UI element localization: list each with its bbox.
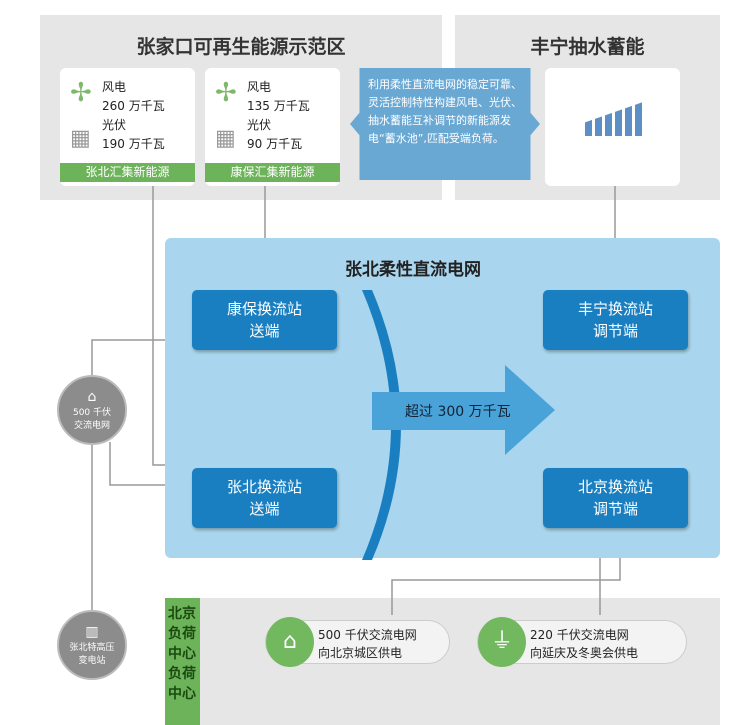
station-name: 张北换流站 xyxy=(226,478,302,496)
station-role: 送端 xyxy=(249,322,280,340)
flow-label: 超过 300 万千瓦 xyxy=(405,404,511,420)
boundary-arc xyxy=(362,290,401,560)
grid-title: 张北柔性直流电网 xyxy=(345,260,481,280)
supply-line1: 500 千伏交流电网 xyxy=(318,628,417,642)
station-role: 送端 xyxy=(249,500,280,518)
tower-icon: ⌂ xyxy=(87,389,97,405)
tower-icon: ⌂ xyxy=(266,617,314,667)
station-role: 调节端 xyxy=(592,322,638,340)
zhangbei-source-card: ✢ ▦ 风电 260 万千瓦 光伏 190 万千瓦 张北汇集新能源 xyxy=(60,68,195,186)
wind-label: 风电 xyxy=(247,80,272,94)
flow-arrow xyxy=(372,365,555,455)
fengning-station[interactable]: 丰宁换流站调节端 xyxy=(543,290,688,350)
card-footer: 康保汇集新能源 xyxy=(205,163,340,182)
zhangbei-station[interactable]: 张北换流站送端 xyxy=(192,468,337,528)
wind-value: 260 万千瓦 xyxy=(102,99,165,113)
solar-panel-icon: ▦ xyxy=(215,126,236,151)
node-label: 交流电网 xyxy=(73,421,110,431)
ac220-supply-item: ⏚ 220 千伏交流电网 向延庆及冬奥会供电 xyxy=(477,617,687,667)
zhangjiakou-title: 张家口可再生能源示范区 xyxy=(136,36,346,58)
station-name: 康保换流站 xyxy=(226,300,302,318)
solar-panel-icon: ▦ xyxy=(70,126,91,151)
station-role: 调节端 xyxy=(592,500,638,518)
station-name: 北京换流站 xyxy=(577,478,653,496)
substation-icon: ▥ xyxy=(85,624,99,640)
ac500-grid-node: ⌂ 500 千伏 交流电网 xyxy=(57,375,127,445)
supply-line2: 向延庆及冬奥会供电 xyxy=(530,646,639,660)
uhv-substation-node: ▥ 张北特高压 变电站 xyxy=(57,610,127,680)
pv-value: 90 万千瓦 xyxy=(247,137,303,151)
kangbao-source-card: ✢ ▦ 风电 135 万千瓦 光伏 90 万千瓦 康保汇集新能源 xyxy=(205,68,340,186)
pv-value: 190 万千瓦 xyxy=(102,137,165,151)
beijing-station[interactable]: 北京换流站调节端 xyxy=(543,468,688,528)
supply-line2: 向北京城区供电 xyxy=(318,646,403,660)
supply-line1: 220 千伏交流电网 xyxy=(530,628,629,642)
kangbao-station[interactable]: 康保换流站送端 xyxy=(192,290,337,350)
fengning-title: 丰宁抽水蓄能 xyxy=(530,36,645,58)
pumped-storage-image xyxy=(545,68,680,186)
pylon-icon: ⏚ xyxy=(478,617,526,667)
pv-label: 光伏 xyxy=(247,118,272,132)
station-name: 丰宁换流站 xyxy=(577,300,653,318)
callout-note: 利用柔性直流电网的稳定可靠、灵活控制特性构建风电、光伏、抽水蓄能互补调节的新能源… xyxy=(350,68,540,180)
node-label: 张北特高压 xyxy=(69,643,115,653)
wind-turbine-icon: ✢ xyxy=(70,78,92,108)
wind-turbine-icon: ✢ xyxy=(215,78,237,108)
card-footer: 张北汇集新能源 xyxy=(60,163,195,182)
wind-value: 135 万千瓦 xyxy=(247,99,310,113)
node-label: 变电站 xyxy=(78,656,106,666)
load-center-label: 北京负荷中心负荷中心 xyxy=(165,598,200,725)
wind-label: 风电 xyxy=(102,80,127,94)
ac500-supply-item: ⌂ 500 千伏交流电网 向北京城区供电 xyxy=(265,617,450,667)
node-label: 500 千伏 xyxy=(72,408,112,418)
pv-label: 光伏 xyxy=(102,118,127,132)
